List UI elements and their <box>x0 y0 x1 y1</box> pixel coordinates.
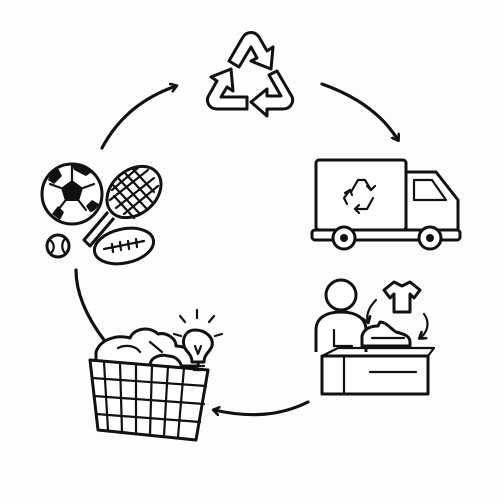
arrow-sorting-to-basket <box>214 400 310 417</box>
soccer-ball-icon <box>40 162 104 226</box>
tennis-racket-icon <box>82 164 163 248</box>
recycle-symbol-icon <box>205 31 295 118</box>
sports-equipment-icon <box>40 162 163 266</box>
arrow-sports-to-recycle <box>100 86 176 150</box>
person-sorting-donations-icon <box>314 278 436 396</box>
arrow-recycle-to-truck <box>320 82 398 140</box>
cycle-arrows <box>74 82 398 417</box>
light-bulb-icon <box>172 308 224 372</box>
tennis-ball-icon <box>45 233 71 259</box>
recycling-truck-icon <box>310 158 462 251</box>
american-football-icon <box>92 226 156 266</box>
basket-of-clothes-with-idea-icon <box>88 308 224 442</box>
arrow-basket-to-sports <box>74 268 106 342</box>
